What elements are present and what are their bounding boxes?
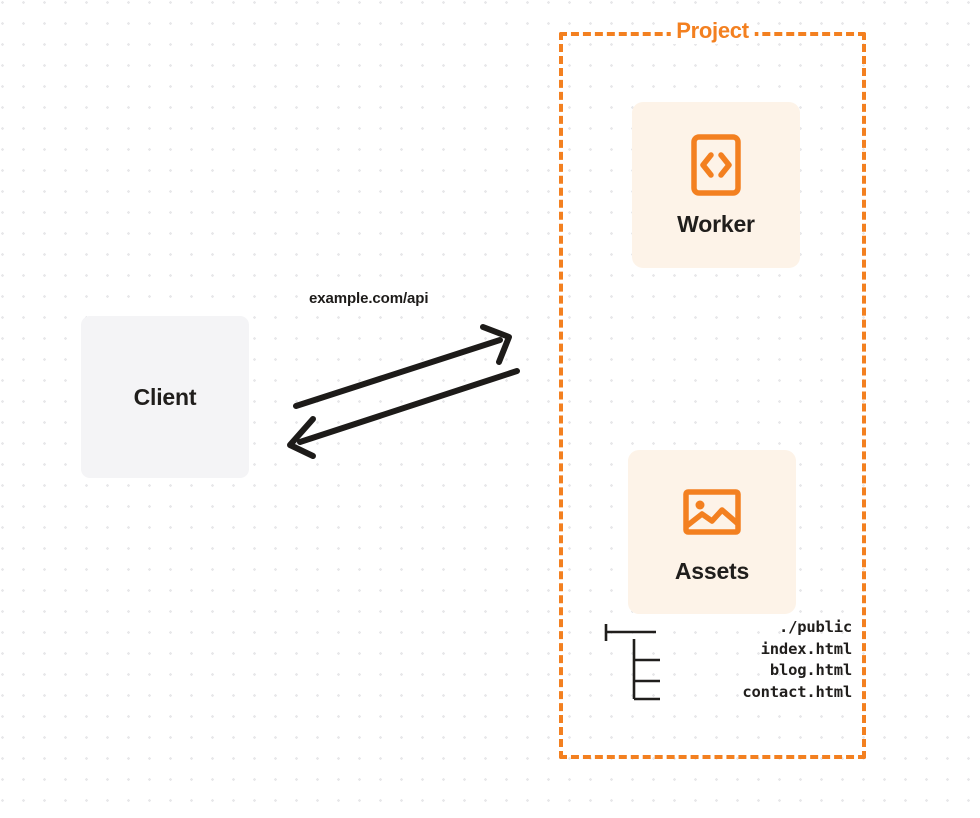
code-icon [691, 133, 741, 196]
file-tree-item-contact[interactable]: contact.html [742, 682, 852, 701]
image-icon [683, 488, 741, 535]
assets-file-tree: ./public index.html blog.html contact.ht… [604, 617, 852, 707]
worker-card[interactable]: Worker [632, 102, 800, 268]
file-tree-connectors [604, 624, 660, 701]
client-label: Client [133, 383, 197, 410]
assets-card-label: Assets [674, 557, 750, 584]
request-arrow [293, 324, 512, 409]
edge-label-endpoint: example.com/api [309, 290, 429, 307]
project-group: Project Worker Assets [559, 18, 866, 759]
project-legend-label: Project [670, 18, 755, 44]
file-tree-item-blog[interactable]: blog.html [769, 661, 852, 679]
file-tree-root[interactable]: ./public [778, 618, 852, 636]
response-arrow [287, 368, 520, 459]
file-tree-labels: ./public index.html blog.html contact.ht… [742, 617, 852, 703]
worker-card-label: Worker [677, 210, 755, 237]
client-node[interactable]: Client [81, 316, 249, 478]
file-tree-item-index[interactable]: index.html [760, 639, 853, 658]
assets-card[interactable]: Assets [628, 450, 796, 614]
